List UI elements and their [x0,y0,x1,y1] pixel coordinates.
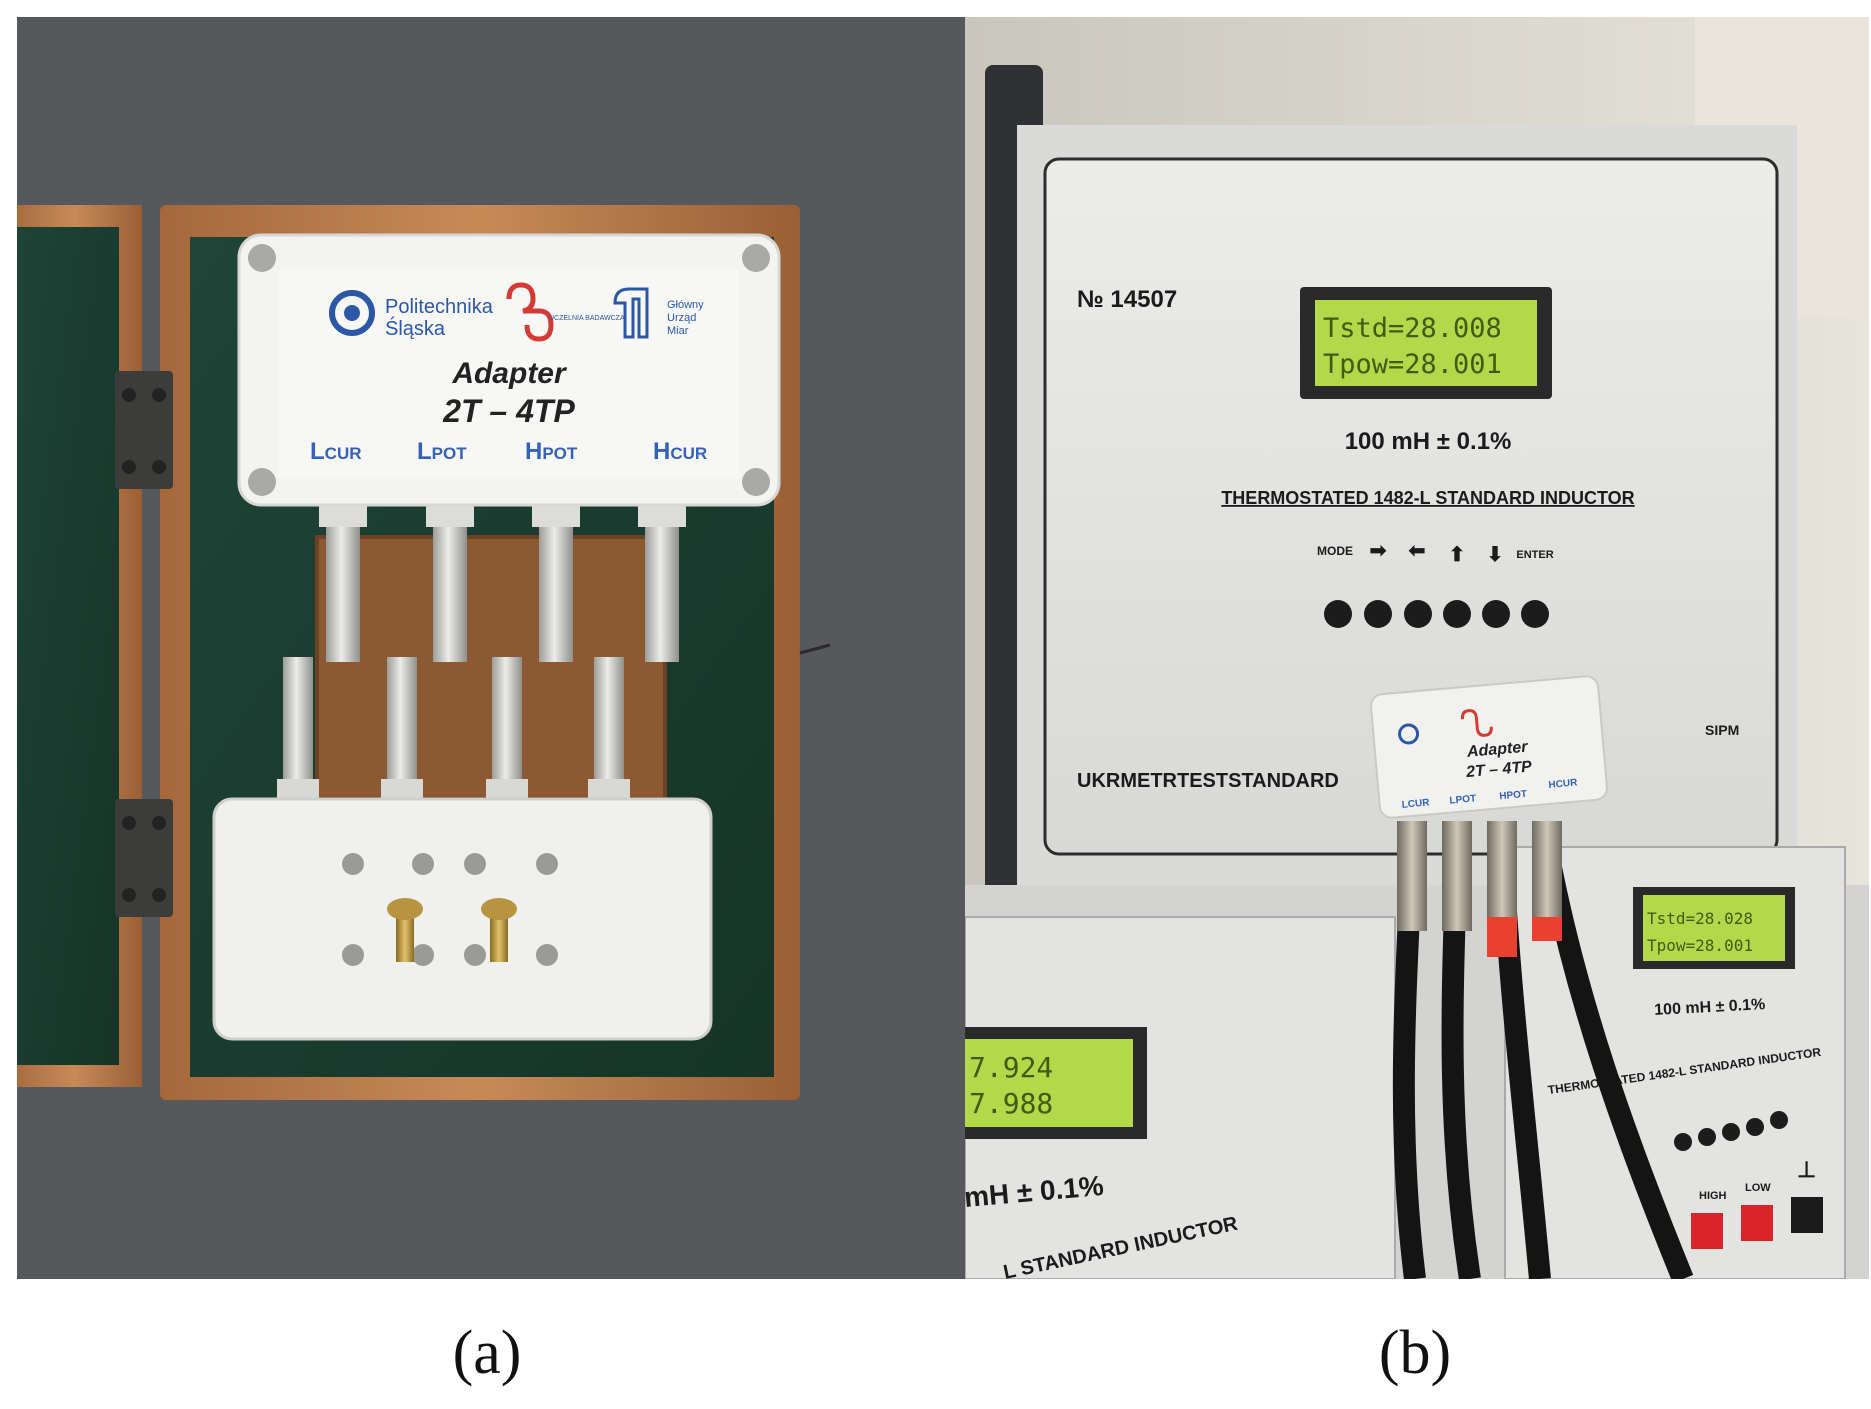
lower-right-lcd-1: Tstd=28.028 [1647,909,1753,928]
adapter-box: Politechnika Śląska UCZELNIA BADAWCZA Gł… [237,233,781,507]
adapter-title: Adapter [451,357,568,390]
photo-adapter-in-case: Politechnika Śląska UCZELNIA BADAWCZA Gł… [17,205,831,1100]
small-terminal-lpot: LPOT [1449,793,1477,806]
svg-text:⬆: ⬆ [1449,544,1466,566]
lower-right-low: LOW [1745,1182,1771,1194]
small-terminal-hcur: HCUR [1548,777,1579,791]
lower-right-buttons [1674,1111,1788,1151]
brand-politechnika: Politechnika [385,296,494,318]
inductance-value: 100 mH ± 0.1% [1345,428,1512,455]
svg-text:⬇: ⬇ [1487,544,1504,566]
lower-right-lcd-2: Tpow=28.001 [1647,936,1753,955]
terminal-hcur: HCUR [653,438,707,465]
small-adapter-title: Adapter [1465,739,1528,761]
key-labels: MODE ➡ ⬅ ⬆ ⬇ ENTER [1317,540,1554,566]
brand-uczelnia-badawcza: UCZELNIA BADAWCZA [549,315,625,322]
svg-text:⬅: ⬅ [1409,540,1426,562]
small-adapter-box: Adapter 2T – 4TP LCUR LPOT HPOT HCUR [1370,675,1608,819]
lcd-line-1: Tstd=28.008 [1323,313,1502,344]
serial-number: № 14507 [1077,286,1177,313]
lower-right-value: 100 mH ± 0.1% [1654,996,1766,1019]
small-adapter-subtitle: 2T – 4TP [1464,758,1532,781]
adapter-subtitle: 2T – 4TP [442,393,575,429]
lcd-display: Tstd=28.008 Tpow=28.001 [1300,287,1552,399]
upper-rods [319,505,686,662]
terminal-hpot: HPOT [525,438,578,465]
lower-rods [277,657,630,799]
key-buttons [1324,600,1549,628]
hinge-bottom [115,799,173,917]
terminal-lpot: LPOT [417,438,467,465]
lower-left-lcd-1: 7.924 [969,1051,1053,1084]
manufacturer-label: UKRMETRTESTSTANDARD [1077,770,1339,792]
brand-gum-1: Główny [667,299,704,311]
caption-a: (a) [452,1319,522,1387]
photo-panel-b: № 14507 Tstd=28.008 Tpow=28.001 100 mH ±… [965,17,1869,1279]
photo-standard-inductor: № 14507 Tstd=28.008 Tpow=28.001 100 mH ±… [965,17,1869,1279]
terminal-lcur: LCUR [310,438,362,465]
sipm-label: SIPM [1705,722,1739,738]
photo-panel-a: Politechnika Śląska UCZELNIA BADAWCZA Gł… [17,17,965,1279]
politechnika-logo [329,290,375,336]
product-name: THERMOSTATED 1482-L STANDARD INDUCTOR [1221,488,1634,508]
svg-text:MODE: MODE [1317,544,1353,558]
brand-slaska: Śląska [385,316,446,340]
small-terminal-lcur: LCUR [1401,797,1430,810]
red-logo-mark [506,282,554,342]
lower-right-ground: ⊥ [1797,1157,1816,1182]
lcd-line-2: Tpow=28.001 [1323,349,1502,380]
svg-text:ENTER: ENTER [1516,549,1553,561]
lower-right-terminals [1691,1197,1823,1249]
lower-left-lcd-2: 7.988 [969,1087,1053,1120]
small-terminal-hpot: HPOT [1499,789,1528,802]
hinge-top [115,371,173,489]
brand-gum-3: Miar [667,325,689,337]
brand-gum-2: Urząd [667,312,696,324]
svg-text:➡: ➡ [1370,540,1387,562]
lower-test-fixture [212,797,713,1041]
connectors [1397,821,1562,957]
gum-logo [613,287,649,339]
lower-right-high: HIGH [1699,1190,1727,1202]
caption-b: (b) [1378,1319,1452,1387]
